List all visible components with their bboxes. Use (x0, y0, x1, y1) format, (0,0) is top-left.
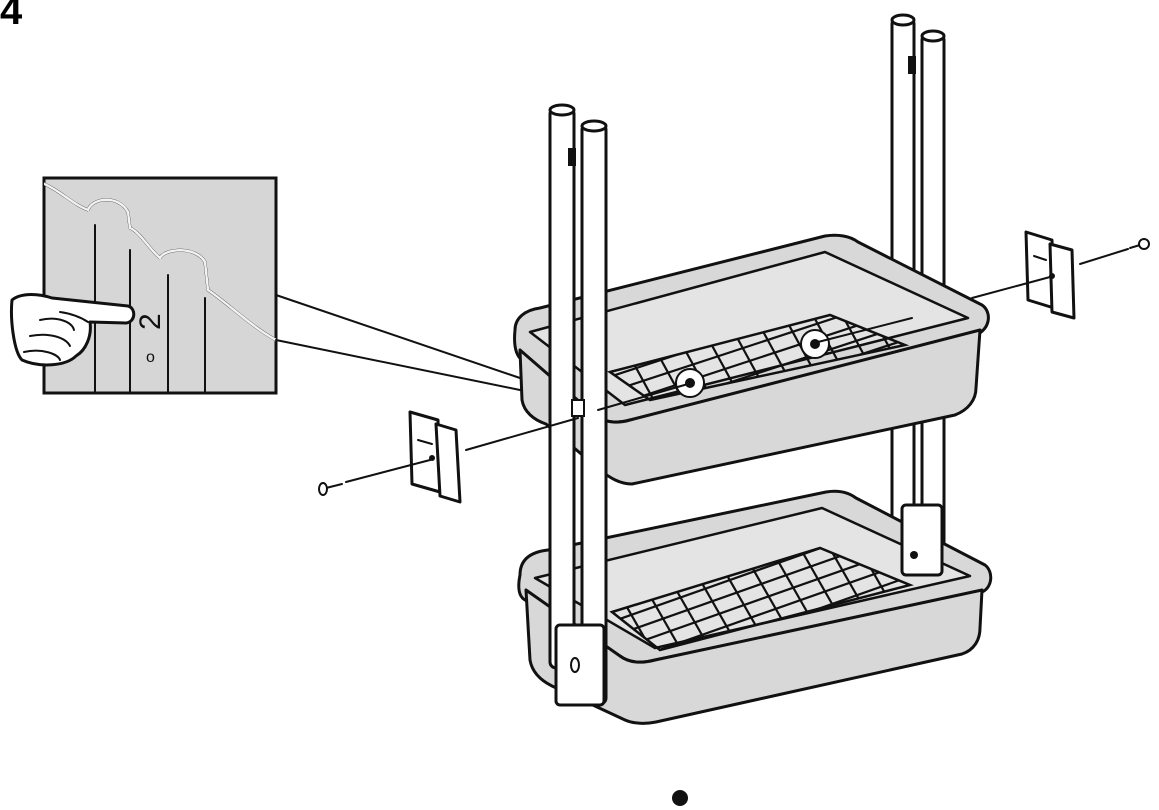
detail-inset: 2 o (42, 176, 278, 395)
pointing-hand-icon (10, 293, 136, 367)
step-number: 4 (0, 0, 23, 24)
part-marking-digit: 2 (134, 313, 167, 330)
screw-icon-right (1129, 238, 1150, 250)
front-left-posts (548, 103, 944, 707)
part-marking-sub: o (146, 349, 155, 366)
assembly-line-left-b (465, 417, 579, 451)
top-basket (513, 233, 990, 486)
screw-icon (318, 482, 343, 496)
assembly-line-right-a (1079, 248, 1129, 265)
bracket-clip-left (408, 410, 462, 504)
bracket-clip-right (1024, 230, 1076, 320)
assembly-line-inner-right (817, 317, 913, 343)
trolley-base-frame (497, 646, 1001, 806)
assembly-line-inner-left (597, 383, 689, 411)
zoom-leader-top (275, 294, 521, 379)
assembly-line-left-a (345, 459, 431, 483)
assembly-line-right-b (971, 276, 1051, 299)
zoom-leader-bottom (275, 339, 521, 391)
bottom-basket (517, 489, 993, 725)
